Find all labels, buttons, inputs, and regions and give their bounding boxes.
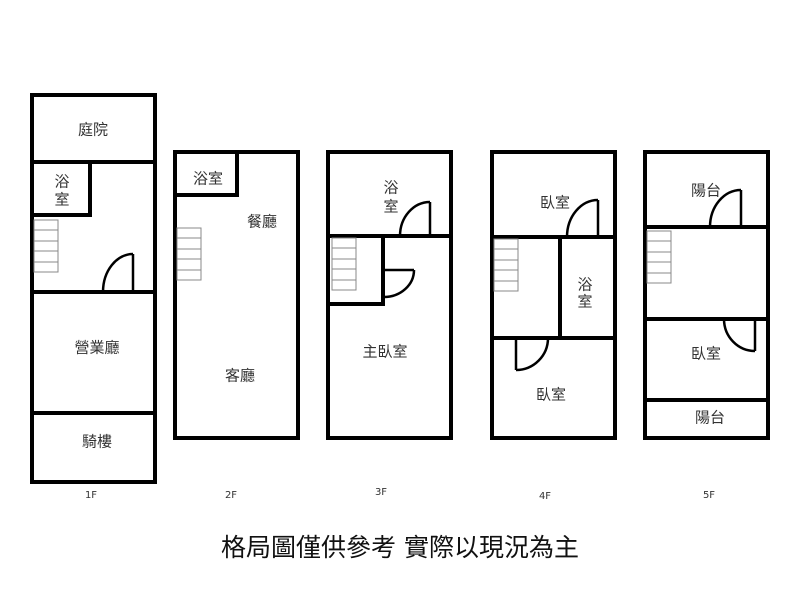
room-label: 臥室 [540,194,570,212]
stairs-icon [331,237,357,291]
room-label: 陽台 [695,409,725,427]
door-icon [383,268,416,299]
floor-label: 5F [703,490,715,501]
room-label: 臥室 [691,345,721,363]
stairs-icon [646,230,672,284]
floor-label: 4F [539,491,551,502]
room-label: 室 [383,198,398,216]
room-label: 浴 [383,179,398,197]
door-icon [708,188,743,228]
door-icon [565,198,600,238]
room-label: 浴 [54,173,69,191]
floor-3f: 浴 室 主臥室 3F [326,150,453,498]
room-label: 餐廳 [247,213,277,231]
room-label: 陽台 [691,182,721,200]
room-label: 室 [577,293,592,311]
floor-2f: 浴室 餐廳 客廳 2F [173,150,300,501]
room-label: 臥室 [536,386,566,404]
room-label: 庭院 [78,121,108,139]
door-icon [514,337,550,372]
floor-label: 2F [225,490,237,501]
door-icon [398,200,432,237]
stairs-icon [176,227,202,281]
room-label: 騎樓 [82,433,112,451]
floor-label: 1F [85,490,97,501]
floor-1f: 庭院 浴 室 營業廳 騎樓 1F [30,93,157,501]
door-icon [722,318,757,353]
floor-5f: 陽台 臥室 陽台 5F [643,150,770,501]
room-label: 客廳 [225,367,255,385]
disclaimer-caption: 格局圖僅供參考 實際以現況為主 [221,533,579,562]
floor-4f: 臥室 浴 室 臥室 4F [490,150,617,502]
room-label: 浴室 [193,170,223,188]
stairs-icon [493,238,519,292]
room-label: 營業廳 [74,339,119,357]
room-label: 室 [54,191,69,209]
room-label: 主臥室 [362,343,407,361]
door-icon [101,252,135,293]
floor-label: 3F [375,487,387,498]
stairs-icon [33,219,59,273]
room-label: 浴 [577,276,592,294]
